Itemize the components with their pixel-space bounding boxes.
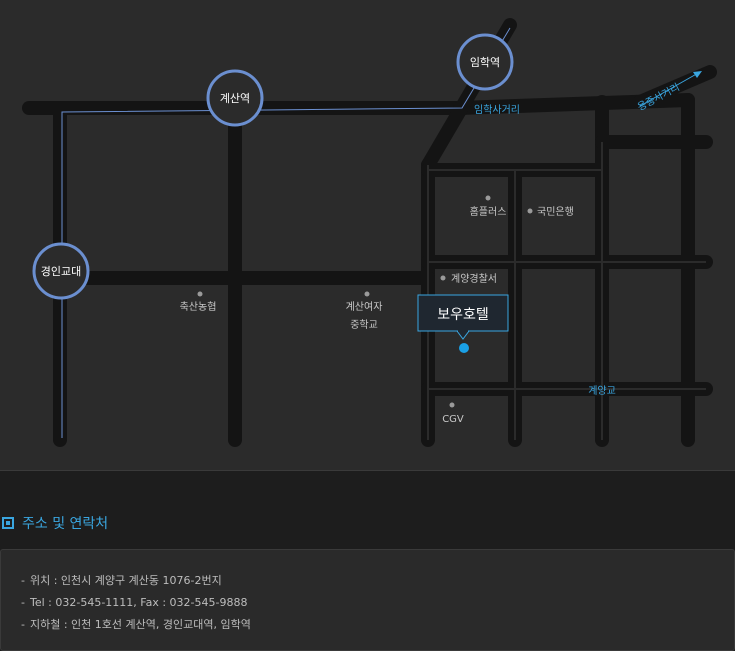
- poi-label: 국민은행: [537, 206, 574, 218]
- contact-address-text: 위치 : 인천시 계양구 계산동 1076-2번지: [29, 574, 222, 587]
- road-label-imhak: 임학사거리: [474, 103, 520, 116]
- dash-bullet: -: [21, 596, 25, 609]
- poi-label: 중학교: [350, 319, 378, 331]
- subway-line: [61, 27, 511, 438]
- contact-heading-title: 주소 및 연락처: [22, 516, 109, 532]
- contact-heading: 주소 및 연락처: [0, 513, 108, 533]
- hotel-pin-icon: [459, 343, 469, 353]
- road-arrow-line: [639, 71, 701, 107]
- poi-label: 홈플러스: [470, 205, 507, 218]
- station-gyesan[interactable]: 계산역: [206, 69, 264, 127]
- road-arrow-icon: [693, 71, 702, 78]
- station-label: 계산역: [220, 92, 250, 105]
- contact-address: -위치 : 인천시 계양구 계산동 1076-2번지: [21, 570, 734, 592]
- station-gyeongin[interactable]: 경인교대: [32, 242, 90, 300]
- poi-label: 축산농협: [180, 300, 217, 313]
- dash-bullet: -: [21, 574, 25, 587]
- station-label: 경인교대: [41, 265, 81, 278]
- road-network: [22, 18, 717, 447]
- location-map: 계산역 임학역 경인교대 임학사거리 용종사거리 계양교 홈플러스 국민은행 계…: [0, 0, 735, 471]
- dash-bullet: -: [21, 618, 25, 631]
- poi-label: 계산여자: [346, 301, 383, 313]
- contact-info-box: -위치 : 인천시 계양구 계산동 1076-2번지 -Tel : 032-54…: [0, 549, 735, 651]
- hotel-label: 보우호텔: [437, 307, 489, 323]
- square-bullet-icon: [2, 517, 14, 529]
- poi-livestock-coop: 축산농협: [180, 291, 217, 313]
- contact-list: -위치 : 인천시 계양구 계산동 1076-2번지 -Tel : 032-54…: [1, 550, 734, 636]
- poi-girls-middle-school: 계산여자 중학교: [346, 291, 383, 331]
- station-imhak[interactable]: 임학역: [456, 33, 514, 91]
- road-diagonal-ne: [633, 65, 717, 109]
- contact-phone: -Tel : 032-545-1111, Fax : 032-545-9888: [21, 592, 734, 614]
- poi-police: 계양경찰서: [440, 272, 497, 285]
- poi-label: CGV: [442, 414, 464, 425]
- poi-homeplus: 홈플러스: [470, 195, 507, 218]
- road-lanes: [427, 142, 706, 440]
- hotel-marker[interactable]: 보우호텔: [417, 294, 509, 353]
- map-canvas: 계산역 임학역 경인교대 임학사거리 용종사거리 계양교 홈플러스 국민은행 계…: [22, 18, 717, 447]
- contact-subway: -지하철 : 인천 1호선 계산역, 경인교대역, 임학역: [21, 614, 734, 636]
- contact-subway-text: 지하철 : 인천 1호선 계산역, 경인교대역, 임학역: [29, 618, 251, 631]
- road-label-gyeyang: 계양교: [588, 385, 616, 397]
- station-label: 임학역: [470, 56, 500, 69]
- contact-phone-text: Tel : 032-545-1111, Fax : 032-545-9888: [29, 596, 248, 609]
- poi-label: 계양경찰서: [451, 272, 497, 285]
- poi-cgv: CGV: [442, 402, 464, 425]
- poi-kookmin-bank: 국민은행: [527, 206, 574, 218]
